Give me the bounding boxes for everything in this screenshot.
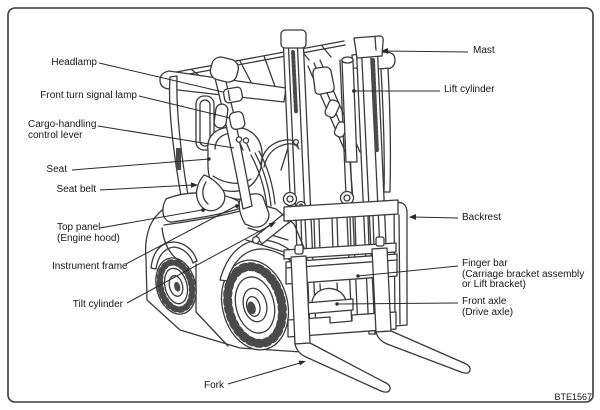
label-finger-bar-line3: or Lift bracket) — [462, 279, 526, 290]
leader-cargo-handling-control-lever — [97, 125, 235, 149]
control-levers-part — [235, 136, 251, 152]
label-instrument-frame: Instrument frame — [52, 261, 128, 272]
leader-tilt-cylinder — [126, 224, 272, 304]
leader-seat — [71, 158, 210, 171]
seat-belt-part — [195, 174, 226, 212]
leader-instrument-frame — [125, 205, 237, 265]
label-seat-belt: Seat belt — [56, 184, 96, 195]
leader-mast — [383, 50, 469, 53]
label-top-panel: Top panel (Engine hood) — [57, 222, 120, 244]
arrow-seat-belt — [191, 182, 198, 188]
leader-front-turn-signal-lamp — [138, 95, 231, 119]
label-tilt-cylinder: Tilt cylinder — [72, 299, 123, 310]
leader-finger-bar — [357, 265, 459, 277]
lift-cylinder-part — [341, 56, 358, 201]
leader-backrest — [411, 216, 459, 219]
label-finger-bar-line2: (Carriage bracket assembly — [462, 268, 585, 280]
backrest-part — [283, 199, 408, 327]
hydraulic-hoses — [250, 150, 276, 209]
label-lift-cylinder: Lift cylinder — [444, 84, 495, 95]
right-fork-part — [371, 236, 471, 374]
label-top-panel-line2: (Engine hood) — [57, 232, 120, 244]
label-mast: Mast — [473, 45, 495, 56]
label-top-panel-line1: Top panel — [57, 222, 101, 233]
figure-border — [7, 7, 594, 403]
left-fork-part — [290, 244, 391, 393]
label-front-axle-line1: Front axle — [462, 296, 507, 307]
turn-signal-lamp-part — [228, 110, 246, 130]
rear-left-post — [168, 75, 189, 197]
figure-code: BTE1567 — [554, 392, 592, 402]
arrow-backrest — [409, 214, 416, 220]
arrow-fork — [298, 360, 306, 366]
label-cargo-handling-line1: Cargo-handling — [28, 119, 97, 130]
steering-wheel — [260, 138, 300, 171]
arrow-tilt-cylinder — [268, 222, 276, 228]
front-axle-part — [287, 282, 397, 338]
label-finger-bar-line1: Finger bar — [462, 258, 508, 269]
leader-headlamp — [98, 62, 224, 93]
label-seat: Seat — [46, 164, 67, 175]
label-cargo-handling-control-lever: Cargo-handling control lever — [28, 119, 97, 141]
label-fork: Fork — [204, 380, 224, 391]
label-front-turn-signal-lamp: Front turn signal lamp — [40, 90, 137, 101]
leader-fork — [227, 362, 301, 385]
label-front-axle: Front axle (Drive axle) — [462, 296, 514, 318]
label-finger-bar: Finger bar (Carriage bracket assembly or… — [462, 258, 585, 291]
front-right-post — [380, 67, 392, 193]
right-front-wheel — [220, 259, 290, 351]
headlamp-part — [222, 86, 244, 104]
label-front-axle-line2: (Drive axle) — [462, 306, 514, 318]
leader-seat-belt — [99, 184, 194, 191]
leader-front-axle — [337, 302, 459, 305]
label-headlamp: Headlamp — [51, 57, 97, 68]
leader-top-panel — [99, 209, 203, 229]
left-front-wheel — [155, 257, 197, 315]
label-backrest: Backrest — [462, 212, 501, 223]
label-cargo-handling-line2: control lever — [28, 129, 83, 141]
arrow-mast — [381, 48, 388, 54]
